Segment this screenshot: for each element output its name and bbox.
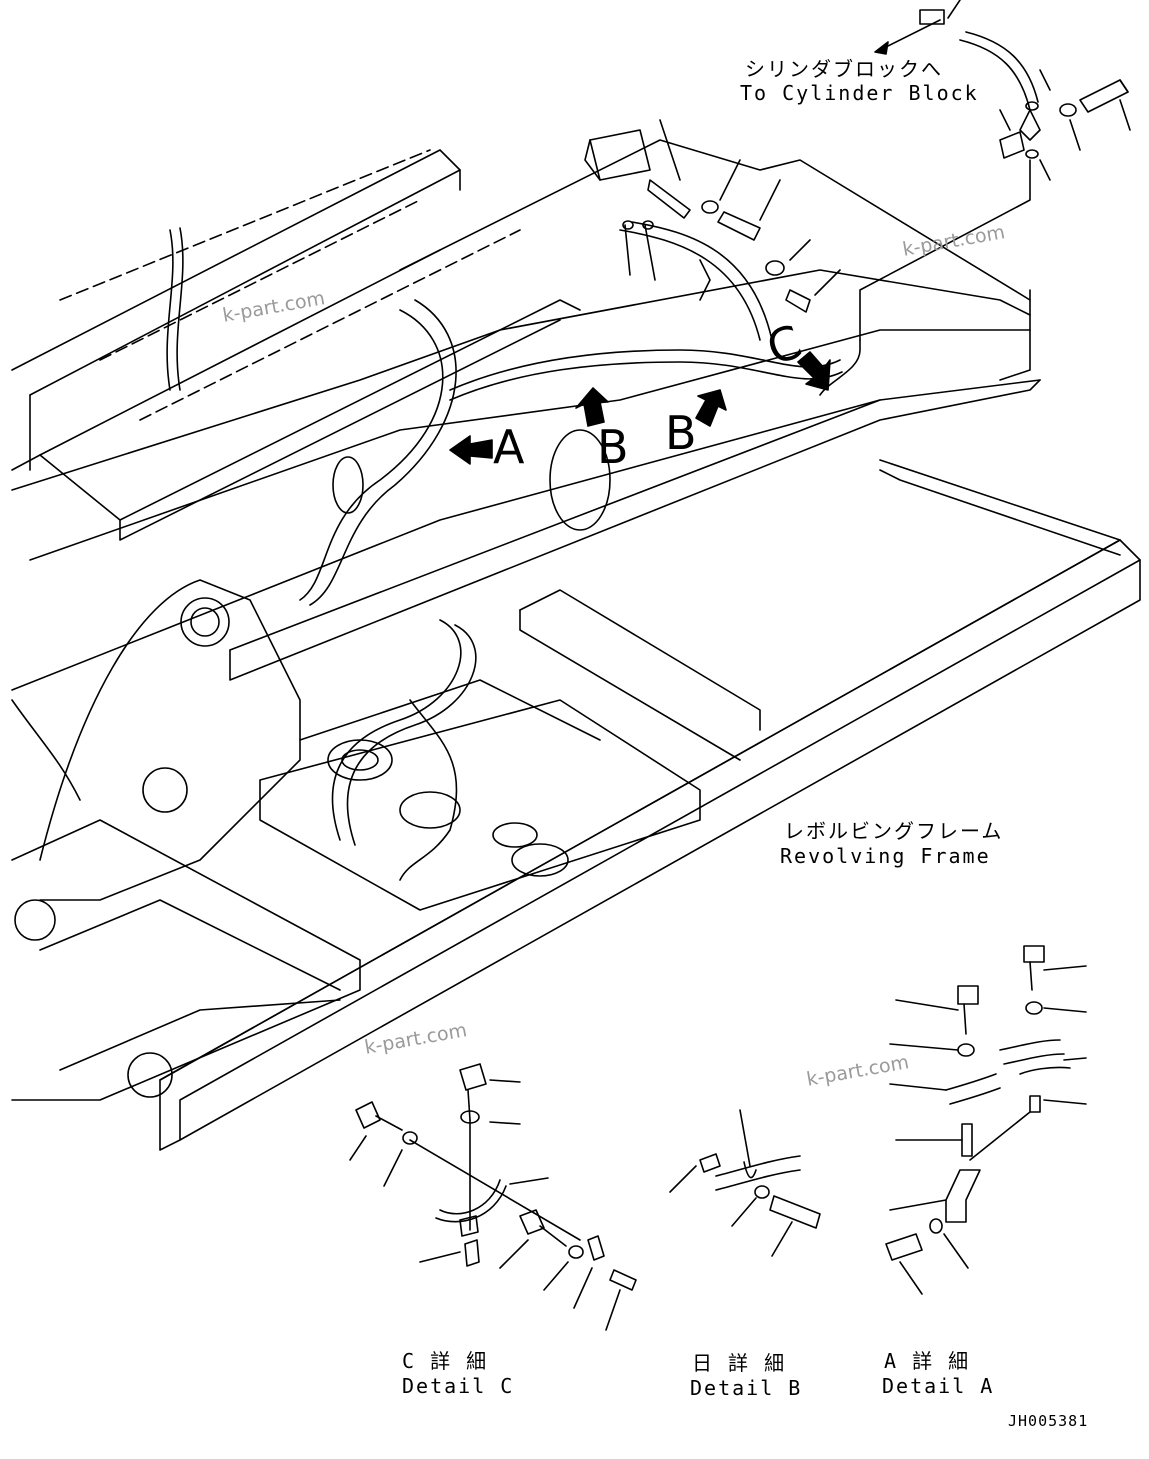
detail-b-title-jp: 日 詳 細 <box>692 1351 787 1375</box>
lower-beam <box>159 459 1141 1151</box>
revolving-frame-label-en: Revolving Frame <box>780 844 991 868</box>
cylinder-block-fitting <box>874 0 1131 181</box>
valve-assembly <box>584 119 841 313</box>
frame-left-rails <box>11 149 581 541</box>
revolving-frame-label-jp: レボルビングフレーム <box>784 819 1004 843</box>
detail-c-title-jp: C 詳 細 <box>402 1349 489 1373</box>
to-cylinder-block-label-jp: シリンダブロックへ <box>745 57 943 81</box>
detail-b-parts <box>669 1109 821 1257</box>
main-diagonal-beam <box>11 139 1041 691</box>
callout-a: A <box>493 420 525 474</box>
callout-b-1: B <box>597 420 629 474</box>
floor-openings <box>259 429 701 911</box>
drawing-code: JH005381 <box>1008 1412 1089 1430</box>
boom-bracket <box>11 579 361 1101</box>
detail-a-parts <box>885 945 1087 1295</box>
detail-a-title-en: Detail A <box>882 1374 995 1398</box>
detail-c-parts <box>349 1063 637 1331</box>
hose-routing <box>166 159 1031 881</box>
detail-c-title-en: Detail C <box>402 1374 515 1398</box>
detail-a-title-jp: A 詳 細 <box>884 1349 971 1373</box>
detail-b-title-en: Detail B <box>690 1376 803 1400</box>
callout-arrows <box>449 351 831 465</box>
callout-b-2: B <box>665 406 697 460</box>
to-cylinder-block-label-en: To Cylinder Block <box>740 81 979 105</box>
